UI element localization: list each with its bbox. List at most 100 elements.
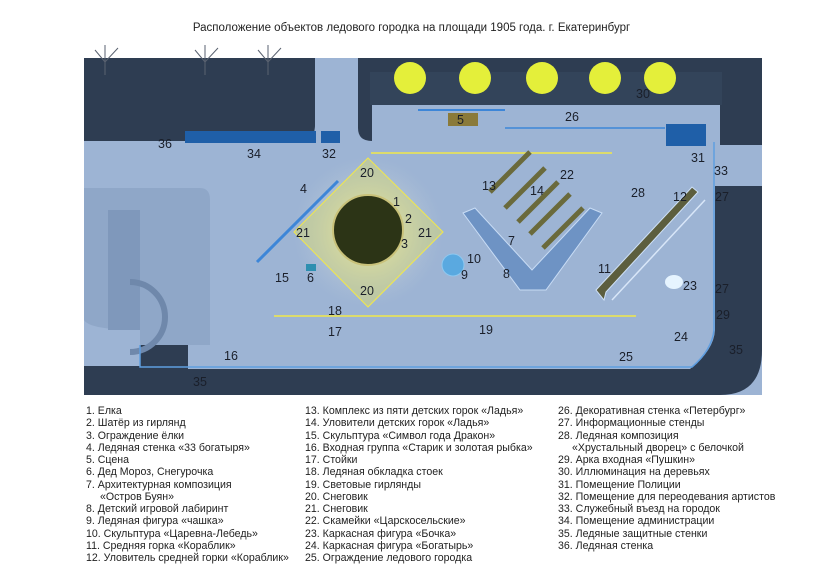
bare-trees	[94, 45, 282, 75]
legend-item: 18. Ледяная обкладка стоек	[305, 466, 443, 479]
road-bottom	[84, 186, 762, 395]
legend-item: 17. Стойки	[305, 454, 358, 466]
map-label: 9	[461, 268, 468, 282]
map-label: 11	[598, 262, 611, 276]
legend-item: 16. Входная группа «Старик и золотая рыб…	[305, 441, 533, 454]
legend-item: 13. Комплекс из пяти детских горок «Ладь…	[305, 405, 524, 417]
legend-item: 19. Световые гирлянды	[305, 478, 421, 491]
map-label: 21	[418, 226, 432, 240]
legend-item: 29. Арка входная «Пушкин»	[558, 454, 695, 466]
map-label: 5	[457, 113, 464, 127]
fountain-arc	[129, 279, 168, 355]
map-label: 34	[247, 147, 261, 161]
legend-item: 8. Детский игровой лабиринт	[86, 503, 229, 515]
left-building-area	[84, 188, 210, 345]
road-top-left	[84, 58, 315, 141]
legend-item: 33. Служебный въезд на городок	[558, 503, 720, 515]
legend-item: 34. Помещение администрации	[558, 515, 715, 528]
legend-item: 24. Каркасная фигура «Богатырь»	[305, 539, 474, 552]
christmas-tree	[332, 194, 404, 266]
legend-item: 31. Помещение Полиции	[558, 478, 681, 491]
legend-item: 3. Ограждение ёлки	[86, 429, 185, 442]
legend-item: 7. Архитектурная композиция	[86, 478, 232, 491]
legend-item: 32. Помещение для переодевания артистов	[558, 490, 776, 503]
map-label: 18	[328, 304, 342, 318]
legend-item: «Остров Буян»	[100, 490, 175, 503]
stage	[448, 113, 478, 126]
map-label: 32	[322, 147, 336, 161]
map-label: 26	[565, 110, 579, 124]
map-label: 35	[729, 343, 743, 357]
legend-item: 25. Ограждение ледового городка	[305, 552, 473, 564]
fence-25	[139, 142, 715, 368]
map-label: 14	[530, 184, 544, 198]
legend-item: 6. Дед Мороз, Снегурочка	[86, 466, 214, 479]
legend-item: 20. Снеговик	[305, 490, 368, 503]
map-label: 8	[503, 267, 510, 281]
illuminated-trees	[394, 62, 676, 94]
legend-column-3: 26. Декоративная стенка «Петербург» 27. …	[558, 405, 775, 552]
map-label: 12	[673, 190, 687, 204]
map-label: 16	[224, 349, 238, 363]
ice-town-map: 36 34 32 30 26 5 31 33 27 27 29 35 35 16…	[84, 45, 762, 395]
legend-item: 12. Уловитель средней горки «Кораблик»	[86, 552, 289, 564]
island-buyan	[462, 207, 603, 291]
legend-item: 14. Уловители детских горок «Ладья»	[305, 417, 490, 430]
map-label: 23	[683, 279, 697, 293]
legend-item: 23. Каркасная фигура «Бочка»	[305, 527, 457, 540]
map-label: 4	[300, 182, 307, 196]
legend-item: 27. Информационные стенды	[558, 417, 705, 430]
ladya-slides	[488, 150, 585, 250]
map-label: 29	[716, 308, 730, 322]
map-label: 3	[401, 237, 408, 251]
legend-item: 4. Ледяная стенка «33 богатыря»	[86, 441, 250, 454]
legend-item: 1. Елка	[86, 405, 122, 417]
left-building	[108, 210, 140, 330]
administration-building	[185, 131, 310, 143]
legend-item: 30. Иллюминация на деревьях	[558, 466, 710, 479]
map-label: 19	[479, 323, 493, 337]
barrel-figure	[665, 275, 683, 289]
map-label: 30	[636, 87, 650, 101]
map-label: 6	[307, 271, 314, 285]
legend-item: 26. Декоративная стенка «Петербург»	[558, 405, 746, 417]
map-label: 20	[360, 284, 374, 298]
map-label: 27	[715, 282, 729, 296]
map-label: 36	[158, 137, 172, 151]
legend-item: 21. Снеговик	[305, 503, 368, 515]
artists-building-2	[321, 131, 340, 143]
police-building	[666, 124, 706, 146]
map-labels: 36 34 32 30 26 5 31 33 27 27 29 35 35 16…	[158, 87, 743, 389]
legend-item: 28. Ледяная композиция	[558, 429, 679, 442]
map-label: 17	[328, 325, 342, 339]
map-label: 24	[674, 330, 688, 344]
legend-column-2: 13. Комплекс из пяти детских горок «Ладь…	[305, 405, 533, 564]
legend-item: 10. Скульптура «Царевна-Лебедь»	[86, 527, 258, 540]
legend-item: 5. Сцена	[86, 454, 130, 466]
legend-item: 11. Средняя горка «Кораблик»	[86, 539, 236, 552]
map-label: 27	[715, 190, 729, 204]
map-label: 35	[193, 375, 207, 389]
map-label: 28	[631, 186, 645, 200]
legend-column-1: 1. Елка 2. Шатёр из гирлянд 3. Ограждени…	[86, 405, 289, 564]
legend-item: 35. Ледяные защитные стенки	[558, 527, 708, 540]
map-label: 20	[360, 166, 374, 180]
legend-item: 2. Шатёр из гирлянд	[86, 417, 186, 430]
legend-item: «Хрустальный дворец» с белочкой	[572, 441, 744, 454]
artists-building	[297, 131, 316, 143]
map-label: 33	[714, 164, 728, 178]
legend-item: 22. Скамейки «Царскосельские»	[305, 515, 466, 528]
map-label: 2	[405, 212, 412, 226]
map-label: 10	[467, 252, 481, 266]
korablik-slide	[595, 186, 699, 302]
map-label: 1	[393, 195, 400, 209]
map-label: 21	[296, 226, 310, 240]
map-label: 13	[482, 179, 496, 193]
map-label: 15	[275, 271, 289, 285]
diagram-title: Расположение объектов ледового городка н…	[192, 22, 631, 34]
legend-item: 15. Скульптура «Символ года Дракон»	[305, 429, 496, 442]
map-label: 25	[619, 350, 633, 364]
map-label: 31	[691, 151, 705, 165]
legend-item: 36. Ледяная стенка	[558, 539, 654, 552]
ice-cup	[441, 253, 465, 277]
